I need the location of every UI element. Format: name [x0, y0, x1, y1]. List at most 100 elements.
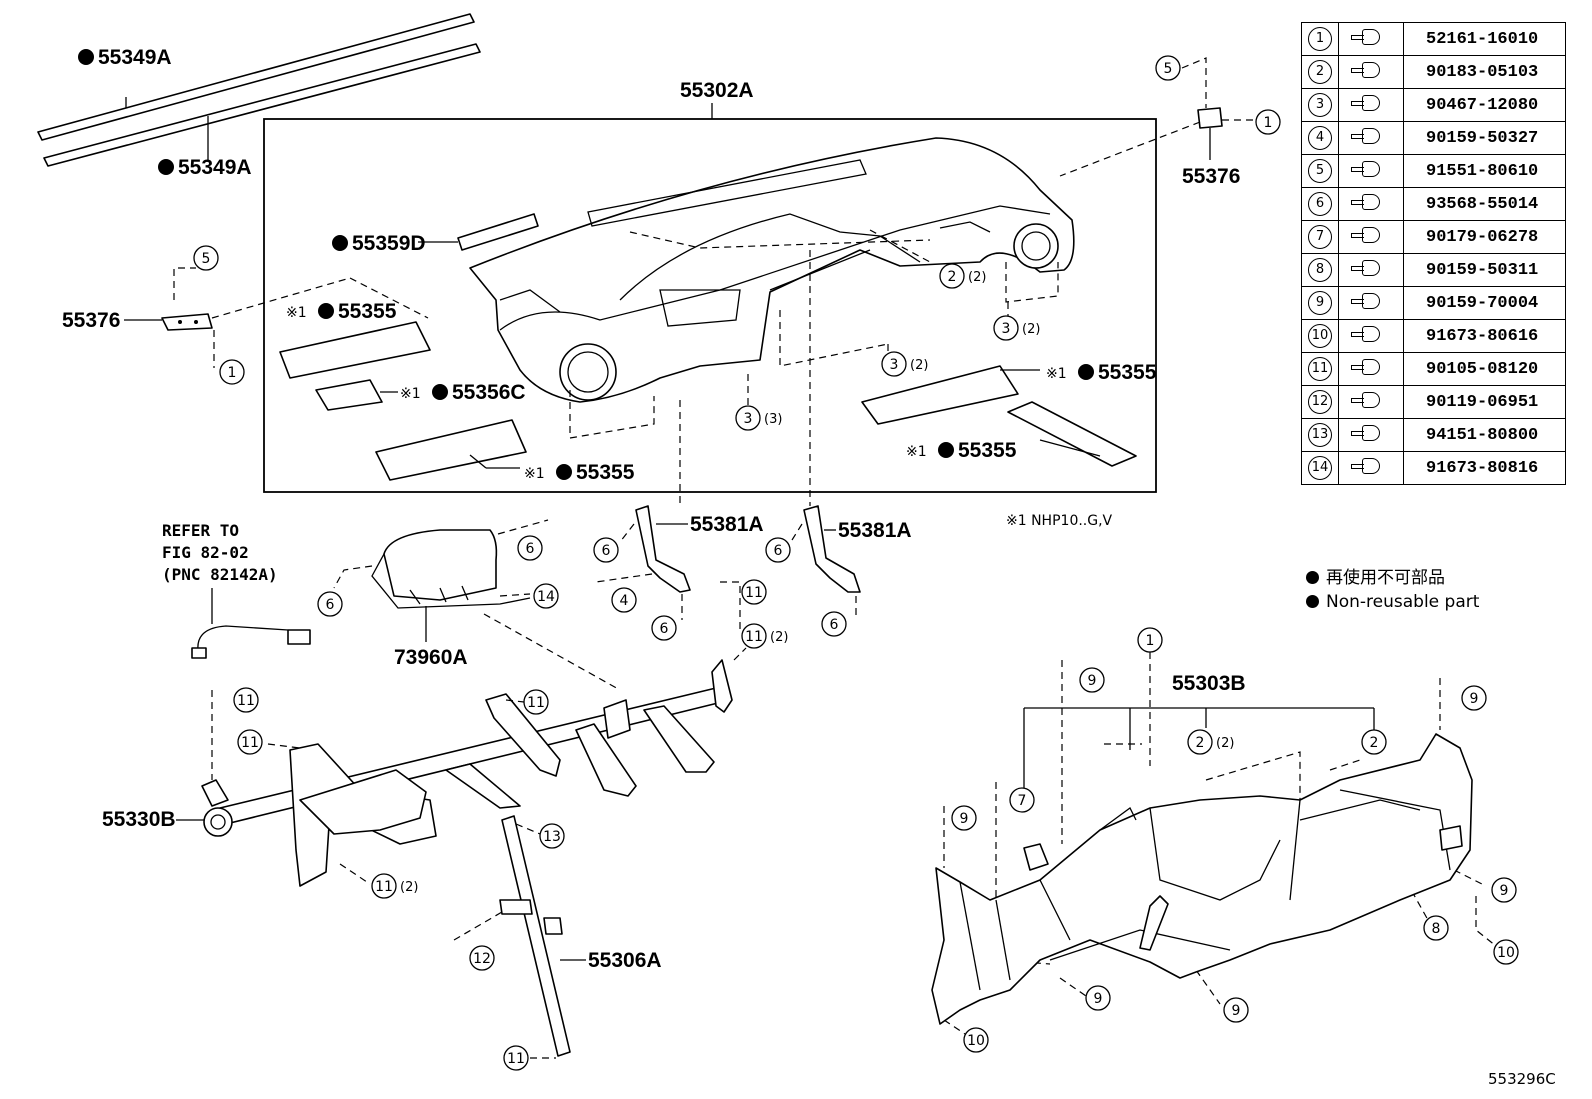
callout-8: 8 [1423, 915, 1449, 941]
lower-panel-leaders [943, 652, 1497, 1037]
non-reusable-marker [158, 159, 174, 175]
item-number-cell: 7 [1301, 220, 1339, 254]
svg-text:9: 9 [1470, 691, 1479, 707]
svg-text:6: 6 [830, 617, 839, 633]
svg-text:11: 11 [241, 735, 259, 751]
legend: 再使用不可部品 Non-reusable part [1306, 566, 1479, 614]
item-number: 9 [1308, 291, 1332, 315]
label-55355-d: 55355 [958, 439, 1017, 462]
reinforcement-55330b [201, 659, 733, 887]
svg-text:8: 8 [1432, 921, 1441, 937]
item-number: 13 [1308, 423, 1332, 447]
svg-text:2: 2 [948, 269, 957, 285]
item-number: 1 [1308, 27, 1332, 51]
wire-harness [191, 588, 311, 659]
svg-text:3: 3 [890, 357, 899, 373]
callout-1: 1 [1137, 627, 1163, 653]
callout-14: 14 [533, 583, 559, 609]
callout-3: 3 [735, 405, 761, 431]
label-55376-left: 55376 [62, 309, 120, 332]
qty-3: (3) [764, 412, 782, 427]
qty-2: (2) [968, 270, 986, 285]
svg-text:10: 10 [967, 1033, 985, 1049]
item-number: 11 [1308, 357, 1332, 381]
item-number: 6 [1308, 192, 1332, 216]
item-number-cell: 4 [1301, 121, 1339, 155]
label-55303b: 55303B [1172, 672, 1246, 695]
mark-note: ※1 [1046, 366, 1067, 382]
callout-10: 10 [963, 1027, 989, 1053]
callout-12: 12 [469, 945, 495, 971]
callout-9: 9 [1223, 997, 1249, 1023]
footnote: ※1 NHP10..G,V [1006, 513, 1113, 529]
label-55355-a: 55355 [338, 300, 397, 323]
item-number: 10 [1308, 324, 1332, 348]
callout-11: 11 [741, 579, 767, 605]
fastener-icon [1351, 62, 1380, 78]
label-55381a-2: 55381A [838, 519, 912, 542]
svg-text:9: 9 [1088, 673, 1097, 689]
item-number: 5 [1308, 159, 1332, 183]
callout-7: 7 [1009, 787, 1035, 813]
part-number: 90183-05103 [1403, 55, 1566, 89]
svg-text:9: 9 [1500, 883, 1509, 899]
label-55381a-1: 55381A [690, 513, 764, 536]
fastener-icon-cell [1338, 286, 1404, 320]
svg-text:2: 2 [1196, 735, 1205, 751]
figure-code: 553296C [1488, 1070, 1556, 1088]
item-number-cell: 3 [1301, 88, 1339, 122]
lower-panel-illustration [931, 733, 1473, 1025]
callout-1: 1 [219, 359, 245, 385]
callout-9: 9 [1491, 877, 1517, 903]
item-number-cell: 14 [1301, 451, 1339, 485]
callout-6: 6 [317, 591, 343, 617]
fastener-icon-cell [1338, 187, 1404, 221]
part-number: 90159-70004 [1403, 286, 1566, 320]
svg-text:6: 6 [660, 621, 669, 637]
svg-text:3: 3 [1002, 321, 1011, 337]
callout-11: 11 [233, 687, 259, 713]
callout-11: 11 [741, 623, 767, 649]
non-reusable-marker [556, 464, 572, 480]
label-55349a-2: 55349A [178, 156, 252, 179]
item-number: 14 [1308, 456, 1332, 480]
svg-text:9: 9 [1094, 991, 1103, 1007]
svg-text:9: 9 [1232, 1003, 1241, 1019]
fastener-icon-cell [1338, 88, 1404, 122]
svg-text:11: 11 [527, 695, 545, 711]
mark-note: ※1 [524, 466, 545, 482]
fastener-icon [1351, 293, 1380, 309]
callout-5: 5 [193, 245, 219, 271]
callout-6: 6 [593, 537, 619, 563]
item-number: 2 [1308, 60, 1332, 84]
svg-text:7: 7 [1018, 793, 1027, 809]
bracket-55381a-left [595, 400, 691, 620]
svg-text:3: 3 [744, 411, 753, 427]
mark-note: ※1 [906, 444, 927, 460]
part-number: 94151-80800 [1403, 418, 1566, 452]
callout-5: 5 [1155, 55, 1181, 81]
callout-9: 9 [1079, 667, 1105, 693]
part-number: 91673-80816 [1403, 451, 1566, 485]
label-55349a-1: 55349A [98, 46, 172, 69]
bracket-55381a-right [791, 250, 861, 620]
svg-text:11: 11 [375, 879, 393, 895]
fastener-icon [1351, 326, 1380, 342]
item-number: 12 [1308, 390, 1332, 414]
item-number-cell: 10 [1301, 319, 1339, 353]
svg-text:11: 11 [745, 629, 763, 645]
callout-11: 11 [371, 873, 397, 899]
callout-9: 9 [1085, 985, 1111, 1011]
fastener-icon [1351, 260, 1380, 276]
item-number: 7 [1308, 225, 1332, 249]
svg-text:2: 2 [1370, 735, 1379, 751]
fastener-icon-cell [1338, 352, 1404, 386]
label-73960a: 73960A [394, 646, 468, 669]
fastener-icon-cell [1338, 154, 1404, 188]
callout-1: 1 [1255, 109, 1281, 135]
qty-2: (2) [910, 358, 928, 373]
